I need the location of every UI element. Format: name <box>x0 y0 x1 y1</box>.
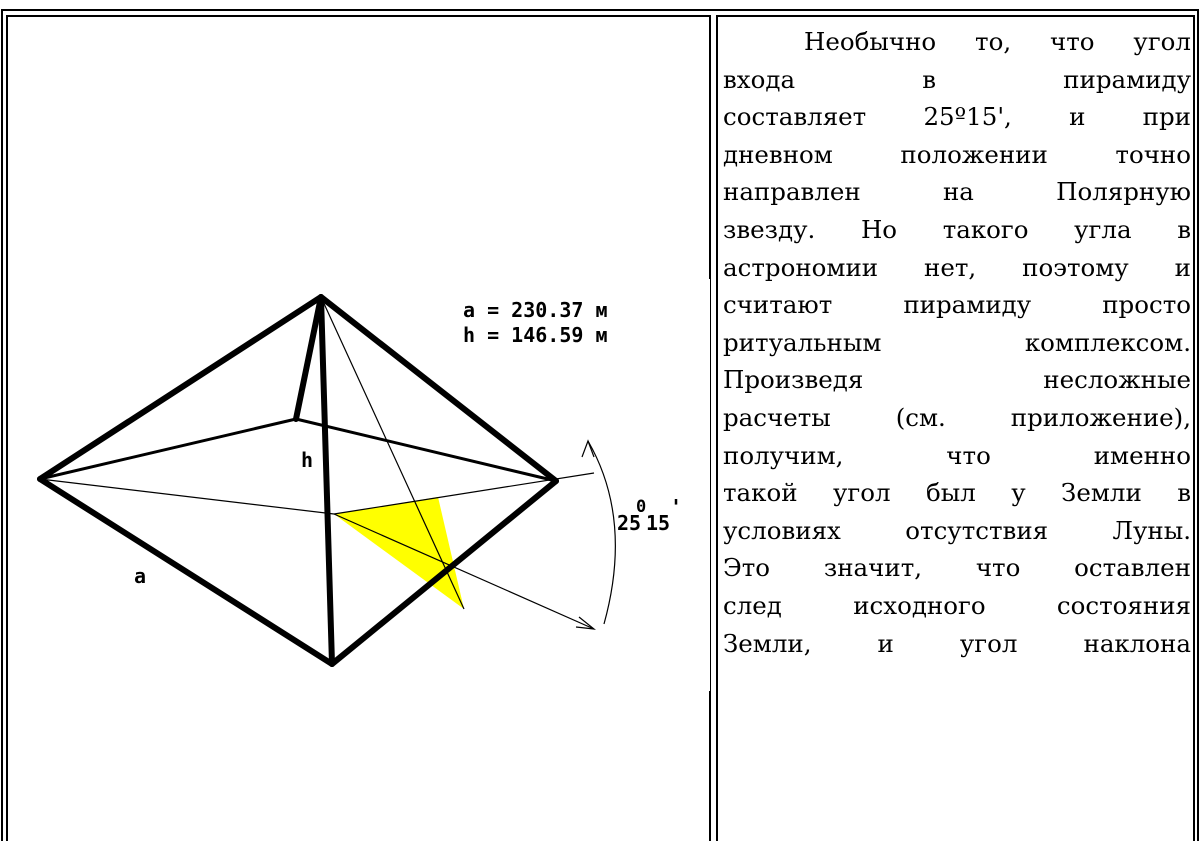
paragraph-line: Это значит, что оставлен <box>723 553 1191 583</box>
figure-cell: a = 230.37 м h = 146.59 м h a 25 0 15 ' <box>6 15 711 841</box>
text-cell: Необычно то, что угол входа в пирамиду с… <box>716 15 1195 841</box>
paragraph: Необычно то, что угол входа в пирамиду с… <box>718 23 1194 662</box>
label-h: h <box>301 448 313 472</box>
apex-sightline <box>320 296 465 610</box>
paragraph-line: след исходного состояния <box>723 590 1191 620</box>
base-back-right <box>294 417 558 483</box>
edge-apex-right <box>318 294 559 484</box>
label-a-value: a = 230.37 м <box>463 298 608 322</box>
angle-minutes: 15 <box>646 511 670 535</box>
angle-degree-sign: 0 <box>636 497 646 517</box>
label-a: a <box>134 564 146 588</box>
paragraph-line: звезду. Но такого угла в <box>723 214 1191 244</box>
pyramid-figure: a = 230.37 м h = 146.59 м h a 25 0 15 ' <box>16 279 710 691</box>
label-h-value: h = 146.59 м <box>463 323 608 347</box>
paragraph-line: Необычно то, что угол <box>804 27 1191 56</box>
paragraph-line: считают пирамиду просто <box>723 290 1191 320</box>
paragraph-line: такой угол был у Земли в <box>723 478 1191 508</box>
highlight-triangle <box>334 497 464 609</box>
base-diagonal-1 <box>39 478 335 515</box>
edge-apex-left <box>37 294 324 482</box>
paragraph-line: дневном положении точно <box>723 139 1191 169</box>
height-line <box>324 422 330 516</box>
paragraph-line: Земли, и угол наклона <box>723 628 1191 658</box>
lower-arrow-head <box>575 616 596 630</box>
outer-table-border <box>1 9 1199 841</box>
base-front-left <box>37 476 335 667</box>
paragraph-line: составляет 25º15', и при <box>723 102 1191 132</box>
paragraph-line: Произведя несложные <box>723 365 1191 395</box>
paragraph-line: ритуальным комплексом. <box>723 327 1191 357</box>
base-front-right <box>329 478 559 667</box>
upper-arrow-head <box>581 439 595 458</box>
lower-axis-arrow-line <box>333 513 595 630</box>
paragraph-line: направлен на Полярную <box>723 177 1191 207</box>
angle-prime: ' <box>670 495 682 519</box>
angle-degrees: 25 <box>617 511 641 535</box>
paragraph-line: получим, что именно <box>723 440 1191 470</box>
paragraph-line: расчеты (см. приложение), <box>723 402 1191 432</box>
paragraph-line: условиях отсутствия Луны. <box>723 515 1191 545</box>
pyramid-diagram: a = 230.37 м h = 146.59 м h a 25 0 15 ' <box>37 294 682 667</box>
paragraph-line: астрономии нет, поэтому и <box>723 252 1191 282</box>
angle-arc <box>587 440 616 625</box>
paragraph-line: входа в пирамиду <box>723 64 1191 94</box>
base-back-left <box>38 417 298 481</box>
edge-apex-back <box>293 294 324 422</box>
